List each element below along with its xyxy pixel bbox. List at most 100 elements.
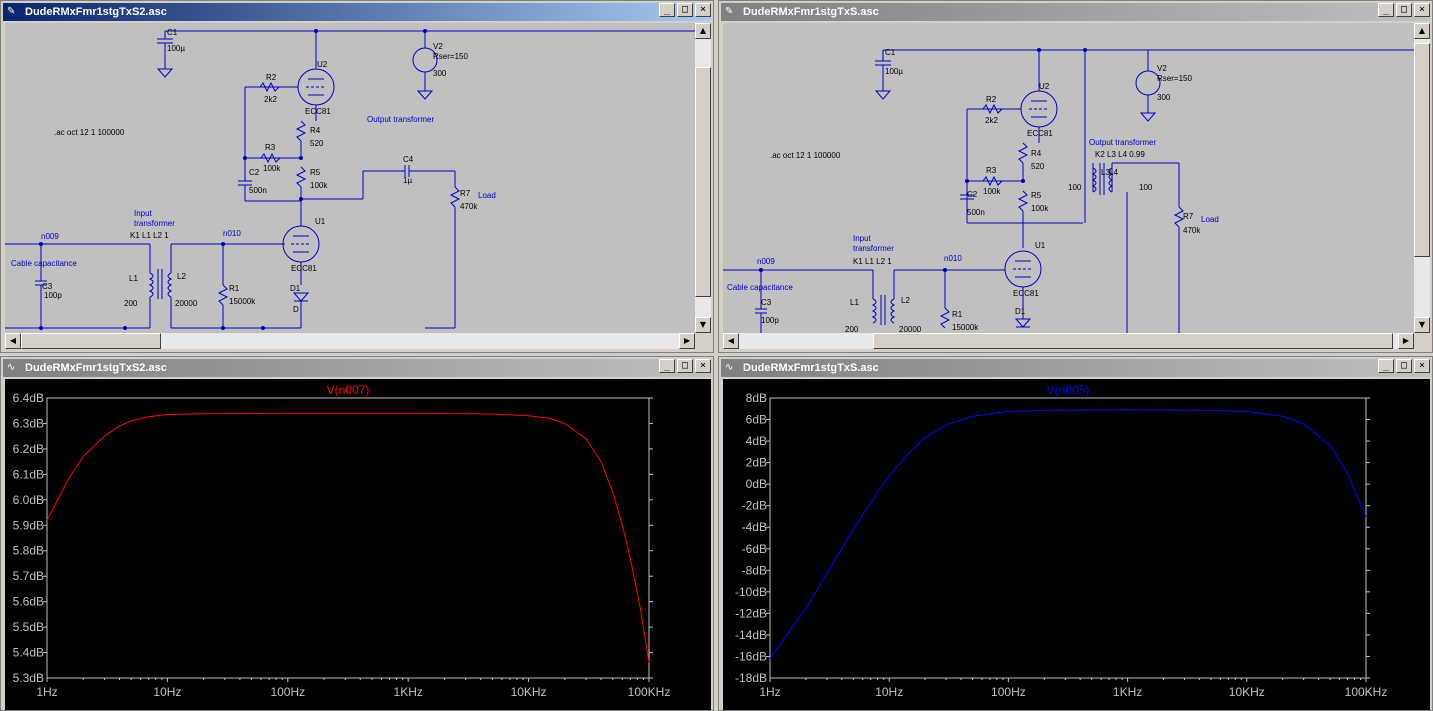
- r2-label: R2: [986, 95, 997, 104]
- y-tick-label: -4dB: [742, 520, 767, 534]
- y-tick-label: -12dB: [735, 606, 767, 620]
- maximize-button[interactable]: □: [1396, 3, 1412, 17]
- schematic-doc-icon: ✎: [725, 6, 734, 17]
- maximize-button[interactable]: □: [1396, 359, 1412, 373]
- input-transformer-label-1: Input: [134, 209, 153, 218]
- scroll-thumb[interactable]: [873, 333, 1393, 349]
- v2-label: V2: [433, 42, 443, 51]
- load-label: Load: [1201, 215, 1219, 224]
- cable-capacitance-label: Cable capacitance: [727, 283, 793, 292]
- c1-value: 100µ: [885, 67, 903, 76]
- l3-value: 100: [1068, 183, 1082, 192]
- scroll-right-arrow[interactable]: ▶: [679, 333, 695, 349]
- schematic-canvas[interactable]: C1 100µ V2 Rser=150 300 U2 ECC81 R2 2k2 …: [723, 23, 1414, 334]
- trace-line[interactable]: [769, 409, 1367, 659]
- waveform-chart[interactable]: V(n007)6.4dB6.3dB6.2dB6.1dB6.0dB5.9dB5.8…: [5, 379, 711, 710]
- title-bar[interactable]: ∿ DudeRMxFmr1stgTxS2.asc: [3, 359, 711, 377]
- schematic-doc-icon: ✎: [7, 6, 16, 17]
- minimize-button[interactable]: _: [1378, 3, 1394, 17]
- close-button[interactable]: ×: [695, 359, 711, 373]
- r3-label: R3: [265, 143, 276, 152]
- r5-value: 100k: [1031, 204, 1049, 213]
- schematic-window-left[interactable]: ✎ DudeRMxFmr1stgTxS2.asc _ □ ×: [0, 0, 714, 353]
- scroll-thumb[interactable]: [1414, 43, 1430, 257]
- y-tick-label: -14dB: [735, 628, 767, 642]
- maximize-button[interactable]: □: [677, 359, 693, 373]
- window-title: DudeRMxFmr1stgTxS2.asc: [25, 6, 167, 18]
- scroll-left-arrow[interactable]: ◀: [723, 333, 739, 349]
- minimize-button[interactable]: _: [659, 359, 675, 373]
- y-tick-label: 5.5dB: [13, 620, 44, 634]
- schematic-window-right[interactable]: ✎ DudeRMxFmr1stgTxS.asc _ □ ×: [718, 0, 1433, 353]
- waveform-window-left[interactable]: ∿ DudeRMxFmr1stgTxS2.asc _ □ × V(n007)6.…: [0, 356, 714, 711]
- net-n009: n009: [41, 232, 59, 241]
- horizontal-scrollbar[interactable]: ◀ ▶: [5, 333, 695, 349]
- y-tick-label: 5.9dB: [13, 518, 44, 532]
- waveform-chart[interactable]: V(n005)8dB6dB4dB2dB0dB-2dB-4dB-6dB-8dB-1…: [723, 379, 1430, 710]
- y-tick-label: 4dB: [746, 434, 767, 448]
- schematic-canvas[interactable]: C1 100µ V2 Rser=150 300 U2 ECC81 R2 2k2 …: [5, 23, 695, 333]
- output-transformer-label: Output transformer: [367, 115, 434, 124]
- trace-title[interactable]: V(n007): [327, 383, 370, 397]
- y-tick-label: 5.6dB: [13, 595, 44, 609]
- scroll-up-arrow[interactable]: ▲: [1414, 23, 1430, 39]
- y-tick-label: -6dB: [742, 542, 767, 556]
- ac-directive[interactable]: .ac oct 12 1 100000: [54, 128, 125, 137]
- trace-line[interactable]: [46, 412, 650, 663]
- minimize-button[interactable]: _: [659, 3, 675, 17]
- input-transformer-label-1: Input: [853, 234, 872, 243]
- scroll-thumb[interactable]: [21, 333, 161, 349]
- c2-value: 500n: [967, 208, 985, 217]
- scroll-right-arrow[interactable]: ▶: [1398, 333, 1414, 349]
- x-tick-label: 100KHz: [1345, 685, 1388, 699]
- y-tick-label: 8dB: [746, 391, 767, 405]
- close-button[interactable]: ×: [1414, 3, 1430, 17]
- x-tick-label: 10Hz: [875, 685, 903, 699]
- d1-label: D1: [290, 284, 301, 293]
- r4-value: 520: [310, 139, 324, 148]
- scroll-down-arrow[interactable]: ▼: [695, 317, 711, 333]
- cable-capacitance-label: Cable capacitance: [11, 259, 77, 268]
- trace-title[interactable]: V(n005): [1047, 383, 1090, 397]
- r3-label: R3: [986, 166, 997, 175]
- y-tick-label: 5.4dB: [13, 646, 44, 660]
- r2-label: R2: [266, 73, 277, 82]
- ac-directive[interactable]: .ac oct 12 1 100000: [770, 151, 841, 160]
- c3-label: C3: [42, 282, 53, 291]
- scroll-up-arrow[interactable]: ▲: [695, 23, 711, 39]
- y-tick-label: 5.7dB: [13, 569, 44, 583]
- r5-label: R5: [310, 168, 321, 177]
- y-tick-label: 5.3dB: [13, 671, 44, 685]
- r2-value: 2k2: [985, 116, 998, 125]
- net-n009: n009: [757, 257, 775, 266]
- u1-label: U1: [1035, 241, 1046, 250]
- y-tick-label: 2dB: [746, 456, 767, 470]
- close-button[interactable]: ×: [1414, 359, 1430, 373]
- x-tick-label: 1KHz: [394, 685, 423, 699]
- r5-label: R5: [1031, 191, 1042, 200]
- c2-label: C2: [249, 168, 260, 177]
- title-bar[interactable]: ∿ DudeRMxFmr1stgTxS.asc: [721, 359, 1430, 377]
- r1-label: R1: [952, 310, 963, 319]
- l3-label: L3: [1101, 168, 1110, 177]
- c1-label: C1: [885, 48, 896, 57]
- horizontal-scrollbar[interactable]: ◀ ▶: [723, 333, 1414, 349]
- scroll-left-arrow[interactable]: ◀: [5, 333, 21, 349]
- title-bar[interactable]: ✎ DudeRMxFmr1stgTxS.asc: [721, 3, 1430, 21]
- minimize-button[interactable]: _: [1378, 359, 1394, 373]
- output-transformer-label: Output transformer: [1089, 138, 1156, 147]
- l1-value: 200: [124, 299, 138, 308]
- vertical-scrollbar[interactable]: ▲ ▼: [1414, 23, 1430, 333]
- waveform-window-right[interactable]: ∿ DudeRMxFmr1stgTxS.asc _ □ × V(n005) 8dB…: [718, 356, 1433, 711]
- x-tick-label: 10KHz: [511, 685, 547, 699]
- maximize-button[interactable]: □: [677, 3, 693, 17]
- u2-label: U2: [317, 60, 328, 69]
- title-bar[interactable]: ✎ DudeRMxFmr1stgTxS2.asc: [3, 3, 711, 21]
- vertical-scrollbar[interactable]: ▲ ▼: [695, 23, 711, 333]
- close-button[interactable]: ×: [695, 3, 711, 17]
- scroll-down-arrow[interactable]: ▼: [1414, 317, 1430, 333]
- k-directive: K1 L1 L2 1: [853, 257, 892, 266]
- scroll-thumb[interactable]: [695, 67, 711, 297]
